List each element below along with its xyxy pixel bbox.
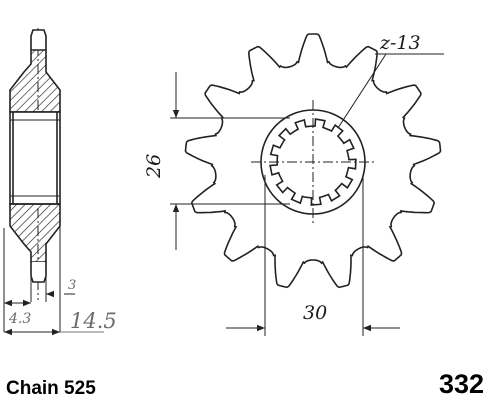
dim-teeth-count: z-13: [379, 32, 421, 54]
dim-tooth-thickness: 3: [68, 278, 76, 293]
hub-body: [9, 111, 61, 205]
dim-spline-diameter: 26: [143, 154, 165, 179]
part-number: 332: [438, 369, 484, 399]
side-view: [3, 28, 104, 336]
chain-label: Chain 525: [6, 378, 96, 399]
front-view: [170, 33, 444, 336]
lower-tooth: [30, 262, 47, 283]
upper-tooth: [30, 29, 47, 50]
dim-overall-width: 14.5: [70, 309, 117, 333]
lower-flange: [9, 203, 61, 263]
dim-hub-diameter: 30: [303, 302, 327, 324]
upper-flange: [9, 49, 61, 113]
dim-hub-offset: 4.3: [8, 311, 31, 327]
